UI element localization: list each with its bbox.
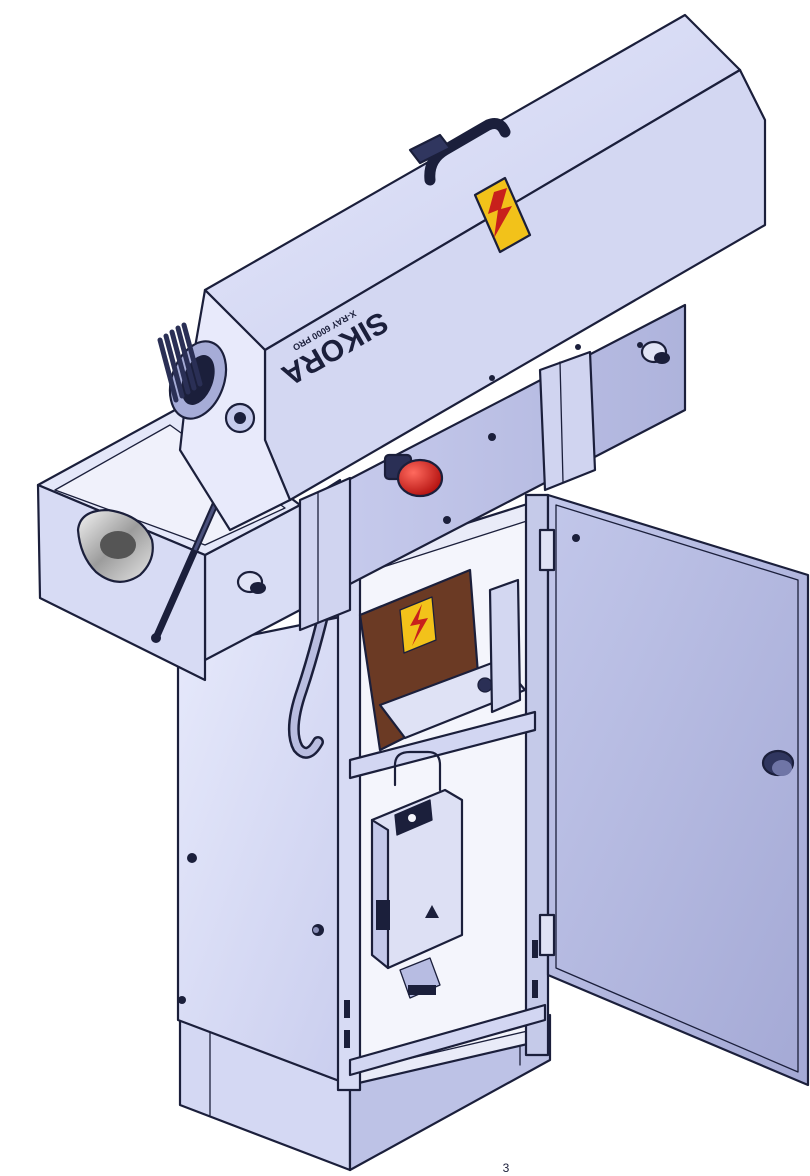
panel-screw [187, 853, 197, 863]
carry-handle-icon[interactable] [408, 118, 511, 186]
emergency-stop-knob-icon[interactable] [383, 453, 444, 498]
cable-gland-icon [640, 340, 670, 364]
panel-screw [178, 996, 186, 1004]
door-hinge-icon [538, 913, 556, 957]
high-voltage-warning-icon [473, 176, 532, 254]
cable-guide-bowl [76, 508, 154, 583]
inner-tray [378, 578, 527, 740]
door-hinge-icon [538, 528, 556, 572]
page-marker: 3 [503, 1161, 510, 1175]
support-column [298, 350, 597, 632]
cabinet-door[interactable] [538, 493, 810, 1087]
cable-conduit [287, 614, 328, 759]
cable-gland-icon [236, 570, 266, 594]
door-lock-knob-icon[interactable] [761, 749, 795, 777]
cable-guide-comb-icon [157, 322, 228, 420]
cabinet-left-panel [176, 613, 352, 1087]
lid-housing: SIKORA X-RAY 6000 PRO [178, 13, 767, 532]
power-supply-unit [370, 750, 464, 999]
